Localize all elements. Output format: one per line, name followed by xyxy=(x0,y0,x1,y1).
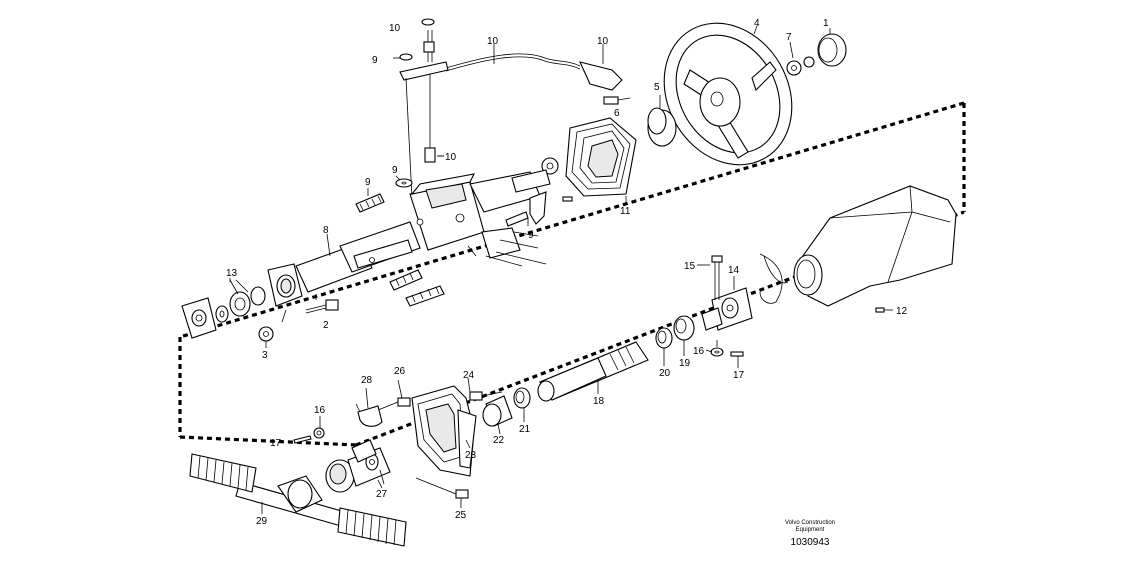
part-23-gaiter xyxy=(411,385,477,477)
part-17-pin-lower xyxy=(293,435,312,444)
column-base-flange xyxy=(215,263,303,323)
callout-13: 13 xyxy=(226,268,238,279)
part-9-springs xyxy=(355,175,529,307)
callout-10d: 10 xyxy=(445,152,457,163)
part-19-bearing xyxy=(673,315,695,341)
drawing-number: 1030943 xyxy=(790,537,830,548)
part-18-lower-shaft xyxy=(537,341,649,402)
credit-line-1: Volvo Construction xyxy=(784,520,836,526)
callout-9b: 9 xyxy=(392,165,398,176)
publisher-credit: Volvo Construction Equipment xyxy=(764,520,856,534)
callout-25: 25 xyxy=(455,510,467,521)
callout-17a: 17 xyxy=(733,370,745,381)
callout-9a: 9 xyxy=(372,55,378,66)
bottom-flange-plate xyxy=(181,297,217,339)
callout-23: 23 xyxy=(465,450,477,461)
callout-26: 26 xyxy=(394,366,406,377)
part-16-washer-lower xyxy=(313,416,325,439)
callout-29: 29 xyxy=(256,516,268,527)
part-10-lever-assembly xyxy=(399,18,623,199)
part-21-ring xyxy=(513,387,531,409)
part-20-ring xyxy=(655,327,673,349)
callout-17b: 17 xyxy=(270,438,282,449)
callout-12: 12 xyxy=(896,306,908,317)
callout-20: 20 xyxy=(659,368,671,379)
part-28-bracket xyxy=(355,387,383,427)
callout-9c: 9 xyxy=(365,177,371,188)
part-7-nut xyxy=(786,41,815,76)
callout-10b: 10 xyxy=(487,36,499,47)
callout-18: 18 xyxy=(593,396,605,407)
callout-9d: 9 xyxy=(528,230,534,241)
callout-21: 21 xyxy=(519,424,531,435)
callout-15: 15 xyxy=(684,261,696,272)
part-25-bolt xyxy=(415,477,469,508)
callout-10c: 10 xyxy=(597,36,609,47)
part-27-universal-joint xyxy=(325,439,391,493)
callout-1: 1 xyxy=(823,18,829,29)
part-12-column-cover xyxy=(793,185,957,313)
part-22-bushing xyxy=(482,395,513,427)
part-26-bolt xyxy=(377,379,411,411)
callout-5: 5 xyxy=(654,82,660,93)
callout-2: 2 xyxy=(323,320,329,331)
callout-14: 14 xyxy=(728,265,740,276)
part-17-pin-upper xyxy=(730,351,744,357)
part-24-bolt xyxy=(467,377,503,401)
callout-11: 11 xyxy=(620,206,631,217)
part-5-bushing xyxy=(647,95,677,147)
credit-line-2: Equipment xyxy=(795,527,825,533)
callout-24: 24 xyxy=(463,370,475,381)
part-1-horn-cap xyxy=(817,28,847,67)
callout-3: 3 xyxy=(262,350,268,361)
part-3-nut xyxy=(258,326,274,342)
part-11-boot xyxy=(565,117,637,204)
part-6-screw xyxy=(603,96,631,105)
callout-19: 19 xyxy=(679,358,691,369)
callout-10a: 10 xyxy=(389,23,401,34)
part-2-bolt xyxy=(281,294,339,323)
callout-labels: 1 2 3 4 5 6 7 8 9 9 9 9 10 10 10 10 11 1… xyxy=(226,18,908,527)
callout-4: 4 xyxy=(754,18,760,29)
part-14-clamp-yoke xyxy=(701,253,789,331)
part-29-handle-bar xyxy=(189,453,407,547)
callout-8: 8 xyxy=(323,225,329,236)
part-16-washer-upper xyxy=(710,340,724,357)
leader-lines xyxy=(229,44,893,514)
callout-6: 6 xyxy=(614,108,620,119)
callout-28: 28 xyxy=(361,375,373,386)
callout-16b: 16 xyxy=(314,405,326,416)
callout-7: 7 xyxy=(786,32,792,43)
part-8-column-assembly xyxy=(295,169,551,293)
callout-16a: 16 xyxy=(693,346,705,357)
callout-27: 27 xyxy=(376,489,388,500)
callout-22: 22 xyxy=(493,435,505,446)
part-4-steering-wheel xyxy=(663,22,793,166)
part-15-bolt xyxy=(711,255,723,300)
